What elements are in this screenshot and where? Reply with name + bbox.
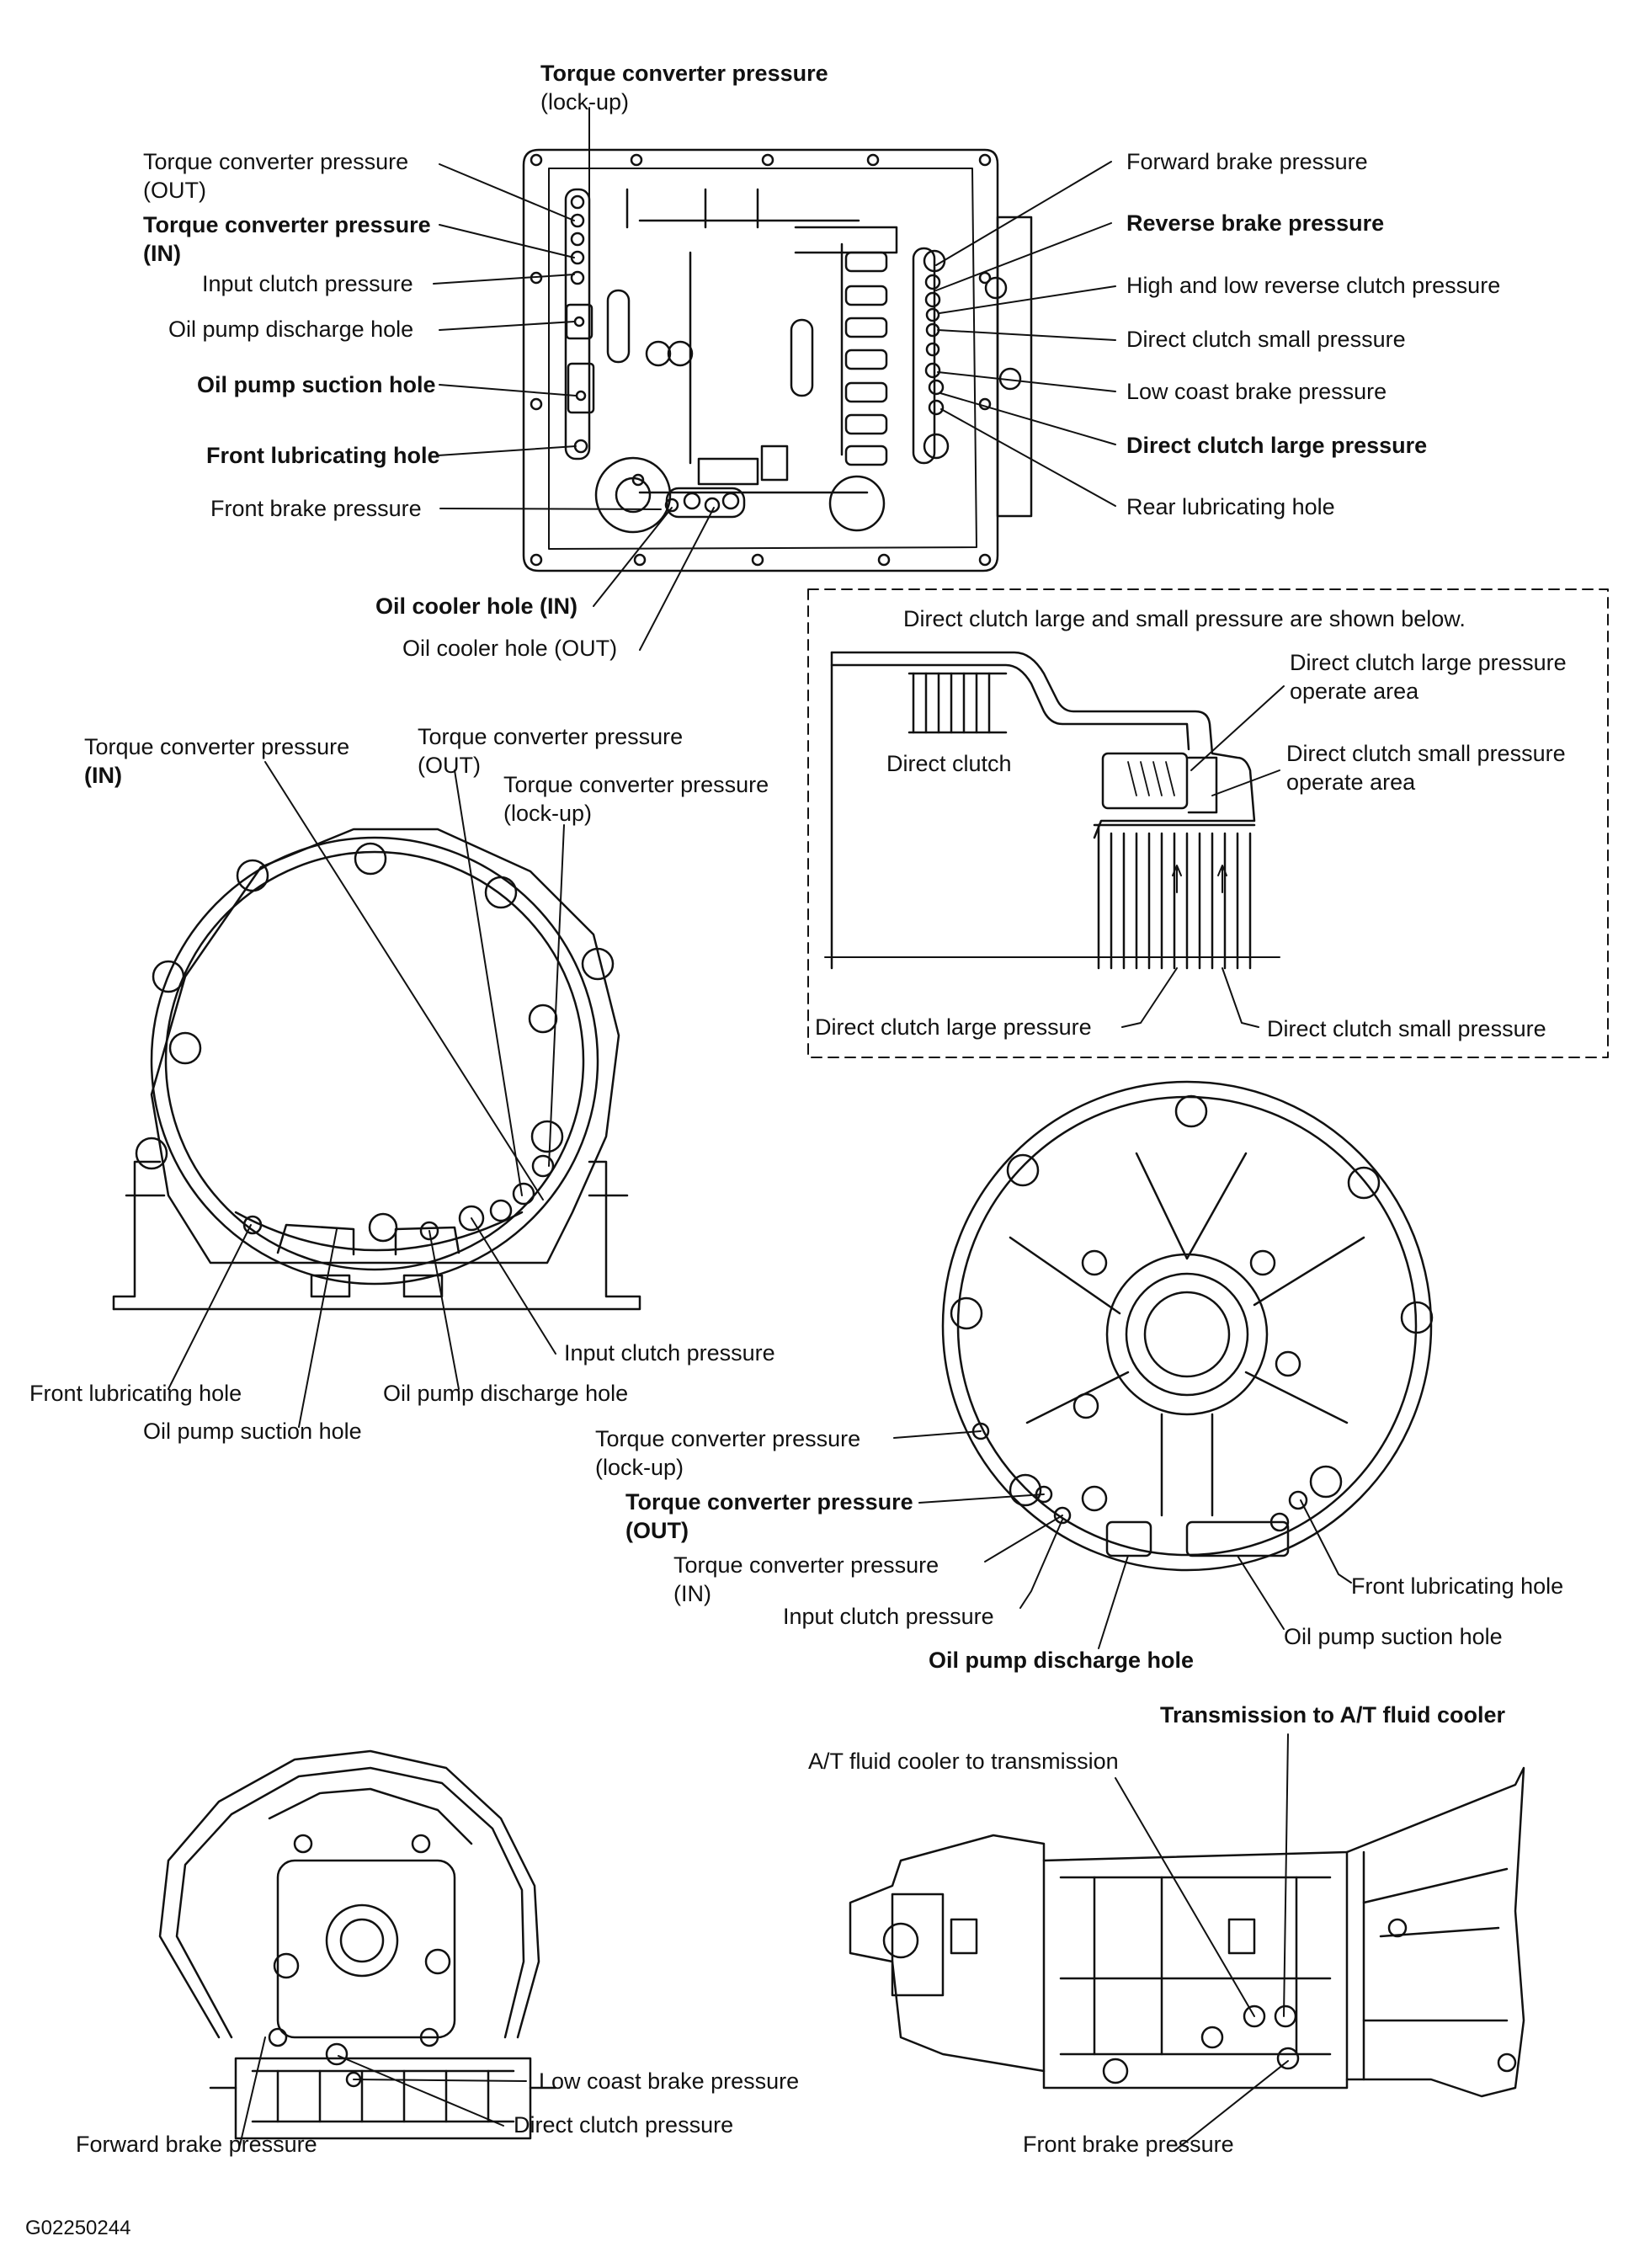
rear-low-coast-label: Low coast brake pressure	[539, 2068, 800, 2094]
pump-tc-lockup-line2: (lock-up)	[595, 1455, 684, 1480]
pump-pump-discharge-label: Oil pump discharge hole	[929, 1648, 1195, 1673]
inset-dc-small-label: Direct clutch small pressure	[1267, 1016, 1546, 1041]
inset-dc-large-area-label: Direct clutch large pressure operate are…	[1290, 648, 1567, 705]
top-case-view	[522, 148, 1033, 572]
top-view-leaders	[433, 107, 1116, 651]
pump-tc-out-line2: (OUT)	[625, 1518, 689, 1543]
inset-dc-small-area-line2: operate area	[1286, 769, 1416, 795]
top-front-brake-label: Front brake pressure	[210, 496, 422, 521]
pump-input-clutch-label: Input clutch pressure	[783, 1604, 994, 1629]
bell-tc-out-line1: Torque converter pressure	[418, 724, 684, 749]
bell-tc-out-label: Torque converter pressure (OUT)	[418, 722, 683, 780]
inset-leaders	[1121, 685, 1285, 1028]
side-cooler-to-trans-label: A/T fluid cooler to transmission	[808, 1749, 1119, 1774]
bell-input-clutch-label: Input clutch pressure	[564, 1340, 775, 1366]
pump-tc-lockup-line1: Torque converter pressure	[595, 1426, 861, 1451]
bell-tc-lockup-line2: (lock-up)	[503, 801, 593, 826]
rear-fwd-brake-label: Forward brake pressure	[76, 2132, 317, 2157]
top-tc-in-line2: (IN)	[143, 241, 181, 266]
top-tc-out-line1: Torque converter pressure	[143, 149, 409, 174]
pump-tc-in-line2: (IN)	[673, 1581, 711, 1606]
rear-housing-view	[158, 1749, 557, 2140]
top-rear-lub-label: Rear lubricating hole	[1126, 494, 1335, 519]
top-rev-brake-label: Reverse brake pressure	[1126, 210, 1385, 236]
top-dc-small-label: Direct clutch small pressure	[1126, 327, 1406, 352]
bell-tc-in-label: Torque converter pressure (IN)	[84, 732, 349, 790]
pump-view-leaders	[893, 1430, 1352, 1649]
side-view-leaders	[1115, 1733, 1289, 2152]
top-tc-in-label: Torque converter pressure (IN)	[143, 210, 431, 268]
side-front-brake-label: Front brake pressure	[1023, 2132, 1234, 2157]
side-case-view	[849, 1766, 1525, 2098]
top-tc-out-line2: (OUT)	[143, 178, 206, 203]
pump-tc-out-label: Torque converter pressure (OUT)	[625, 1488, 913, 1545]
inset-heading: Direct clutch large and small pressure a…	[903, 606, 1466, 631]
rear-view-leaders	[239, 2036, 527, 2146]
pump-tc-in-label: Torque converter pressure (IN)	[673, 1551, 939, 1608]
inset-dc-large-label: Direct clutch large pressure	[815, 1014, 1092, 1040]
top-pump-discharge-label: Oil pump discharge hole	[168, 317, 414, 342]
inset-direct-clutch-label: Direct clutch	[886, 751, 1012, 776]
bell-pump-discharge-label: Oil pump discharge hole	[383, 1381, 629, 1406]
inset-dc-large-area-line2: operate area	[1290, 679, 1419, 704]
pump-front-lub-label: Front lubricating hole	[1351, 1573, 1564, 1599]
top-fwd-brake-label: Forward brake pressure	[1126, 149, 1368, 174]
bell-tc-in-line2: (IN)	[84, 763, 122, 788]
top-tc-lockup-line2: (lock-up)	[540, 89, 630, 114]
top-tc-out-label: Torque converter pressure (OUT)	[143, 147, 408, 205]
top-tc-lockup-label: Torque converter pressure (lock-up)	[540, 59, 828, 116]
oil-pump-view	[941, 1080, 1434, 1572]
bell-tc-in-line1: Torque converter pressure	[84, 734, 350, 759]
top-dc-large-label: Direct clutch large pressure	[1126, 433, 1428, 458]
rear-direct-clutch-label: Direct clutch pressure	[514, 2112, 734, 2138]
pump-tc-out-line1: Torque converter pressure	[625, 1489, 913, 1515]
bell-tc-lockup-label: Torque converter pressure (lock-up)	[503, 770, 769, 828]
bell-pump-suction-label: Oil pump suction hole	[143, 1419, 362, 1444]
inset-dc-large-area-line1: Direct clutch large pressure	[1290, 650, 1567, 675]
figure-id: G02250244	[25, 2217, 131, 2239]
bell-tc-out-line2: (OUT)	[418, 753, 481, 778]
inset-dc-small-area-label: Direct clutch small pressure operate are…	[1286, 739, 1566, 796]
pump-pump-suction-label: Oil pump suction hole	[1284, 1624, 1503, 1649]
pump-tc-in-line1: Torque converter pressure	[673, 1552, 939, 1578]
top-hl-rev-clutch-label: High and low reverse clutch pressure	[1126, 273, 1501, 298]
pump-tc-lockup-label: Torque converter pressure (lock-up)	[595, 1424, 860, 1482]
bell-view-leaders	[168, 761, 565, 1428]
bell-tc-lockup-line1: Torque converter pressure	[503, 772, 769, 797]
bell-housing-view	[112, 828, 641, 1311]
side-trans-to-cooler-label: Transmission to A/T fluid cooler	[1160, 1702, 1506, 1728]
top-pump-suction-label: Oil pump suction hole	[197, 372, 436, 397]
top-low-coast-label: Low coast brake pressure	[1126, 379, 1387, 404]
top-cooler-out-label: Oil cooler hole (OUT)	[402, 636, 618, 661]
top-input-clutch-label: Input clutch pressure	[202, 271, 413, 296]
top-tc-lockup-line1: Torque converter pressure	[540, 61, 828, 86]
bell-front-lub-label: Front lubricating hole	[29, 1381, 242, 1406]
top-front-lub-label: Front lubricating hole	[206, 443, 440, 468]
top-tc-in-line1: Torque converter pressure	[143, 212, 431, 237]
direct-clutch-inset	[807, 588, 1609, 1058]
inset-dc-small-area-line1: Direct clutch small pressure	[1286, 741, 1566, 766]
top-cooler-in-label: Oil cooler hole (IN)	[375, 594, 578, 619]
